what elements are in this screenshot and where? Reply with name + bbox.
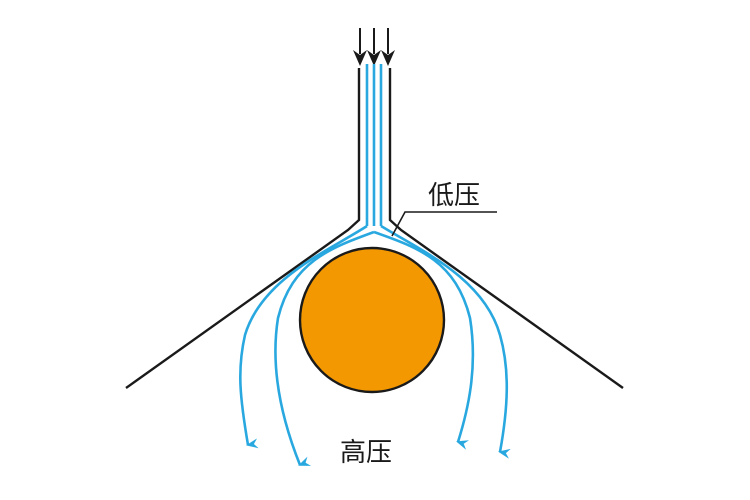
flow-right-inner — [373, 230, 475, 450]
airflow-lines — [239, 64, 511, 466]
inflow-arrow-left — [353, 28, 367, 66]
inflow-arrow-right — [381, 28, 395, 66]
flow-left-outer — [239, 224, 368, 449]
inflow-arrow-middle — [367, 28, 381, 66]
ball — [298, 246, 446, 394]
low-pressure-callout: 低压 — [391, 181, 497, 237]
flow-left-inner — [274, 230, 375, 466]
low-pressure-leader-line — [391, 211, 497, 237]
high-pressure-label: 高压 — [340, 438, 392, 468]
inflow-arrows — [353, 28, 395, 66]
low-pressure-label: 低压 — [428, 181, 480, 211]
funnel-left-wall — [125, 68, 361, 389]
funnel-outline — [125, 68, 624, 389]
funnel-right-wall — [388, 68, 624, 389]
flow-right-outer — [380, 224, 511, 459]
